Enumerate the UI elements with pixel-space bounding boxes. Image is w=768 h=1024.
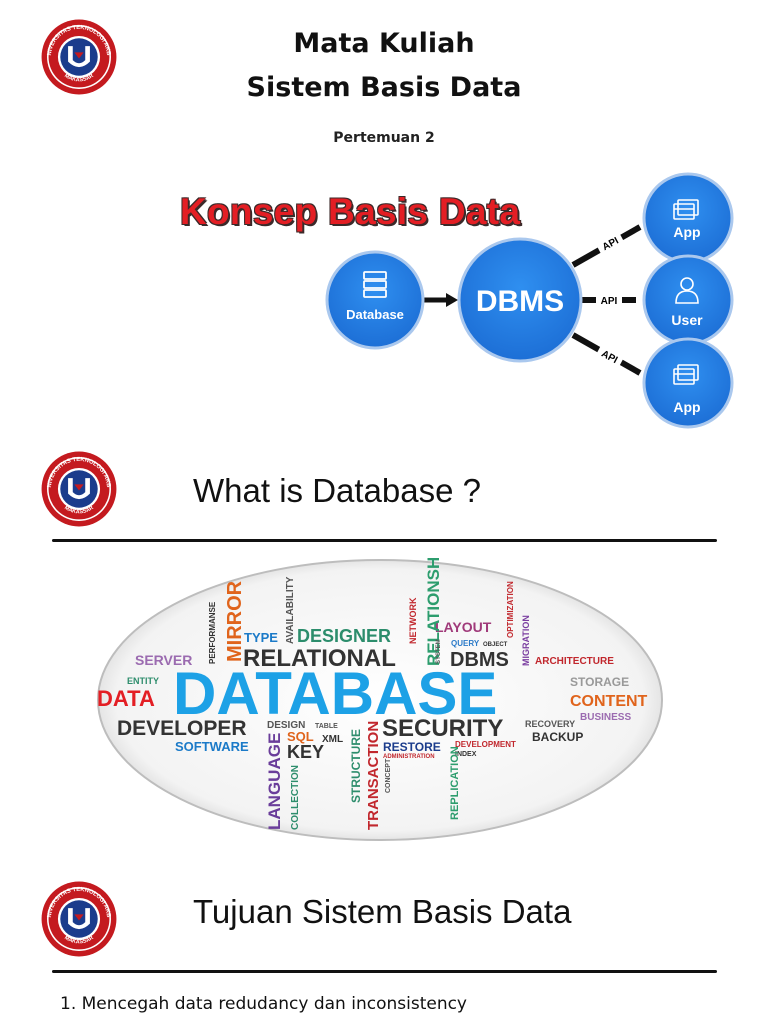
svg-text:Database: Database (346, 307, 404, 322)
word-table: TABLE (315, 723, 338, 730)
word-design: DESIGN (267, 720, 305, 731)
list-item: 1. Mencegah data redudancy dan inconsist… (60, 994, 467, 1014)
word-architecture: ARCHITECTURE (535, 656, 614, 667)
svg-text:User: User (671, 312, 703, 328)
heading-divider (52, 539, 717, 542)
word-main: DATABASE (173, 660, 497, 727)
university-logo: UNIVERSITAS TEKNOLOGI AKBA MAKASSAR (40, 450, 117, 527)
word-migration: MIGRATION (521, 615, 531, 666)
word-entity: ENTITY (127, 676, 159, 686)
university-logo: UNIVERSITAS TEKNOLOGI AKBA MAKASSAR (40, 18, 117, 95)
word-dbms: DBMS (450, 649, 509, 671)
word-replication: REPLICATION (449, 746, 461, 820)
word-data: DATA (97, 686, 155, 711)
word-optimization: OPTIMIZATION (506, 581, 515, 638)
word-query: QUERY (451, 639, 480, 648)
word-server: SERVER (135, 652, 192, 668)
dbms-node: DBMS (457, 237, 583, 363)
word-mirror: MIRROR (224, 580, 246, 662)
svg-text:MAKASSAR: MAKASSAR (63, 935, 95, 946)
word-xml: XML (322, 734, 343, 745)
what-is-database-heading: What is Database ? (193, 472, 481, 509)
word-availability: AVAILABILITY (285, 576, 296, 644)
word-system: SYSTEM (436, 639, 442, 664)
word-developer: DEVELOPER (117, 717, 247, 740)
word-restore: RESTORE (383, 740, 441, 754)
svg-text:MAKASSAR: MAKASSAR (63, 73, 95, 84)
app-node-bottom: App (642, 337, 734, 429)
word-software: SOFTWARE (175, 739, 249, 754)
word-layout: LAYOUT (435, 619, 492, 635)
word-backup: BACKUP (532, 730, 583, 744)
word-transaction: TRANSACTION (365, 721, 382, 830)
course-title-line2: Sistem Basis Data (246, 72, 522, 103)
word-language: LANGUAGE (265, 733, 284, 830)
university-logo: UNIVERSITAS TEKNOLOGI AKBA MAKASSAR (40, 880, 117, 957)
user-icon (675, 277, 699, 304)
concept-title: Konsep Basis Data (180, 191, 521, 232)
word-administration: ADMINISTRATION (383, 754, 435, 760)
word-security: SECURITY (382, 715, 503, 742)
window-icon (673, 364, 699, 385)
word-performanse: PERFORMANSE (208, 601, 217, 664)
word-recovery: RECOVERY (525, 719, 575, 729)
word-sql: SQL (287, 729, 314, 744)
word-content: CONTENT (570, 693, 648, 710)
svg-text:App: App (673, 399, 700, 415)
database-wordcloud: DATABASE RELATIONAL DESIGNER TYPE MIRROR… (97, 558, 663, 841)
user-node: User (642, 254, 734, 346)
word-network: NETWORK (408, 597, 418, 644)
tujuan-heading: Tujuan Sistem Basis Data (193, 893, 572, 930)
word-concept: CONCEPT (385, 758, 392, 793)
word-structure: STRUCTURE (349, 729, 363, 803)
svg-text:MAKASSAR: MAKASSAR (63, 505, 95, 516)
svg-text:DBMS: DBMS (476, 285, 564, 318)
course-title-line1: Mata Kuliah (293, 28, 475, 59)
word-business: BUSINESS (580, 712, 631, 723)
word-type: TYPE (244, 630, 278, 645)
database-server-icon (363, 271, 387, 298)
meeting-number: Pertemuan 2 (333, 130, 435, 146)
heading-divider (52, 970, 717, 973)
word-index: INDEX (455, 751, 477, 758)
word-relationsh: RELATIONSH (424, 558, 443, 666)
word-storage: STORAGE (570, 675, 629, 689)
connector-db-dbms (424, 293, 458, 307)
window-icon (673, 199, 699, 220)
app-node-top: App (642, 172, 734, 264)
word-relational: RELATIONAL (243, 645, 396, 672)
word-key: KEY (287, 742, 324, 762)
database-node: Database (325, 250, 425, 350)
word-collection: COLLECTION (290, 765, 301, 830)
word-development: DEVELOPMENT (455, 740, 516, 749)
api-label-middle: API (601, 296, 618, 307)
svg-text:App: App (673, 224, 700, 240)
dbms-diagram: API API API Database DBMS App User (325, 172, 734, 429)
word-designer: DESIGNER (297, 626, 391, 646)
word-object: OBJECT (483, 642, 508, 648)
